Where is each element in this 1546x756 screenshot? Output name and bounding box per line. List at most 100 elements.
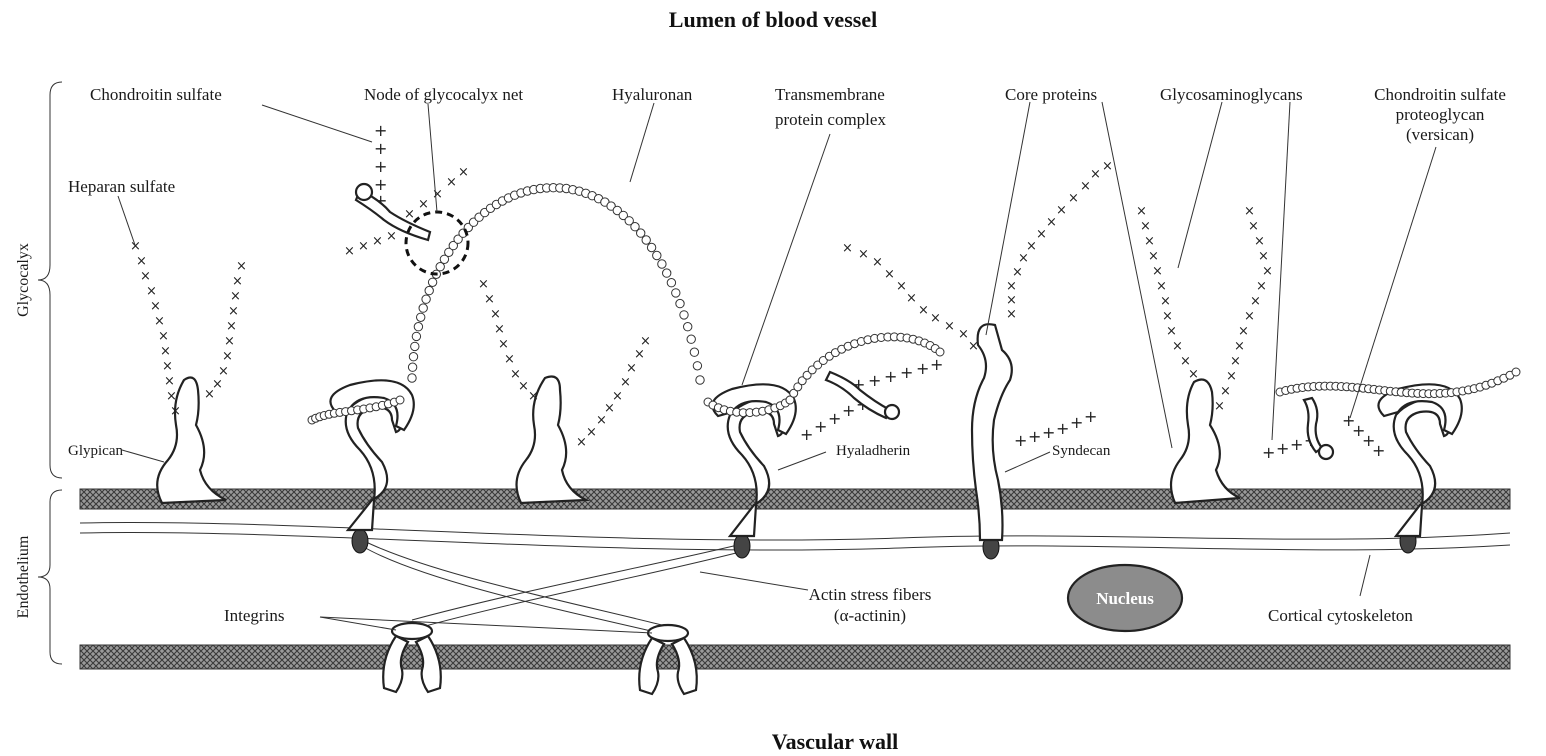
svg-text:×: × (634, 347, 645, 362)
svg-text:×: × (1156, 279, 1167, 294)
svg-text:+: + (1276, 439, 1289, 458)
svg-text:×: × (432, 187, 443, 202)
svg-text:×: × (1102, 159, 1113, 174)
hyaluronan-bead (412, 332, 420, 340)
svg-text:×: × (576, 435, 587, 450)
hyaluronan-bead (693, 362, 701, 370)
svg-text:×: × (150, 299, 161, 314)
svg-text:×: × (140, 269, 151, 284)
svg-text:+: + (1084, 407, 1097, 426)
svg-text:×: × (1256, 279, 1267, 294)
hyaluronan-bead (676, 299, 684, 307)
label-hyaladherin: Hyaladherin (836, 443, 911, 459)
svg-text:×: × (1160, 294, 1171, 309)
svg-text:×: × (146, 284, 157, 299)
svg-text:×: × (484, 292, 495, 307)
label-cs-proteoglycan-1: Chondroitin sulfate (1374, 85, 1506, 104)
hyaluronan-bead (663, 269, 671, 277)
svg-text:×: × (1136, 204, 1147, 219)
svg-text:×: × (1006, 307, 1017, 322)
svg-text:+: + (828, 409, 841, 428)
svg-text:×: × (154, 314, 165, 329)
label-glypican: Glypican (68, 443, 123, 459)
hyaluronan-bead (419, 304, 427, 312)
svg-text:×: × (944, 319, 955, 334)
svg-text:×: × (236, 259, 247, 274)
hyaluronan-bead (396, 396, 404, 404)
svg-text:+: + (842, 401, 855, 420)
hyaluronan-bead (642, 236, 650, 244)
hyaluronan-bead (411, 342, 419, 350)
label-heparan-sulfate: Heparan sulfate (68, 177, 175, 196)
actin-fiber-a2 (362, 540, 666, 626)
svg-text:×: × (1258, 249, 1269, 264)
label-transmembrane-1: Transmembrane (775, 85, 885, 104)
svg-text:×: × (1018, 251, 1029, 266)
hyaluronan-bead (637, 229, 645, 237)
svg-text:×: × (1226, 369, 1237, 384)
svg-text:×: × (528, 389, 539, 404)
label-integrins: Integrins (224, 606, 284, 625)
hyaluronan-bead (1512, 368, 1520, 376)
svg-text:×: × (1234, 339, 1245, 354)
nucleus-label: Nucleus (1096, 589, 1154, 608)
svg-text:×: × (344, 244, 355, 259)
label-cs-proteoglycan-2: proteoglycan (1396, 105, 1485, 124)
svg-text:×: × (230, 289, 241, 304)
transmembrane-protein-4 (1378, 384, 1461, 536)
hyaluronan-bead (672, 289, 680, 297)
title-vascular-wall: Vascular wall (772, 729, 899, 754)
svg-text:×: × (1220, 384, 1231, 399)
svg-text:×: × (498, 337, 509, 352)
svg-text:×: × (418, 197, 429, 212)
svg-text:×: × (160, 344, 171, 359)
endothelium-brace (38, 490, 62, 664)
label-transmembrane-2: protein complex (775, 110, 886, 129)
label-hyaluronan: Hyaluronan (612, 85, 693, 104)
hyaluronan-bead (936, 348, 944, 356)
svg-text:+: + (868, 371, 881, 390)
hyaluronan-bead (696, 376, 704, 384)
svg-text:×: × (222, 349, 233, 364)
svg-text:×: × (1262, 264, 1273, 279)
svg-text:×: × (166, 389, 177, 404)
svg-text:×: × (1090, 167, 1101, 182)
svg-text:×: × (842, 241, 853, 256)
hyaluronan-bead (428, 278, 436, 286)
svg-text:×: × (1036, 227, 1047, 242)
svg-text:×: × (1056, 203, 1067, 218)
hyaluronan-bead (667, 279, 675, 287)
svg-text:×: × (446, 175, 457, 190)
hyaluronan-bead (425, 286, 433, 294)
svg-text:+: + (814, 417, 827, 436)
cortical-cytoskeleton-line-2 (80, 532, 1510, 550)
svg-text:+: + (1290, 435, 1303, 454)
svg-text:+: + (884, 367, 897, 386)
svg-text:×: × (1006, 279, 1017, 294)
svg-text:×: × (358, 239, 369, 254)
hyaluronan-bead (422, 295, 430, 303)
svg-text:×: × (884, 267, 895, 282)
hyaluronan-bead (414, 323, 422, 331)
svg-text:×: × (136, 254, 147, 269)
svg-text:×: × (872, 255, 883, 270)
svg-text:+: + (1262, 443, 1275, 462)
label-actin-1: Actin stress fibers (809, 585, 932, 604)
svg-text:×: × (1244, 204, 1255, 219)
svg-text:×: × (1046, 215, 1057, 230)
svg-text:+: + (916, 359, 929, 378)
svg-text:×: × (1140, 219, 1151, 234)
svg-text:×: × (224, 334, 235, 349)
svg-text:×: × (1152, 264, 1163, 279)
svg-text:×: × (1144, 234, 1155, 249)
label-syndecan: Syndecan (1052, 443, 1111, 459)
svg-text:×: × (130, 239, 141, 254)
svg-text:×: × (586, 425, 597, 440)
hyaluronan-bead (417, 313, 425, 321)
svg-text:×: × (1172, 339, 1183, 354)
hyaladherin-node-1 (356, 184, 372, 200)
svg-text:×: × (620, 375, 631, 390)
svg-text:×: × (918, 303, 929, 318)
